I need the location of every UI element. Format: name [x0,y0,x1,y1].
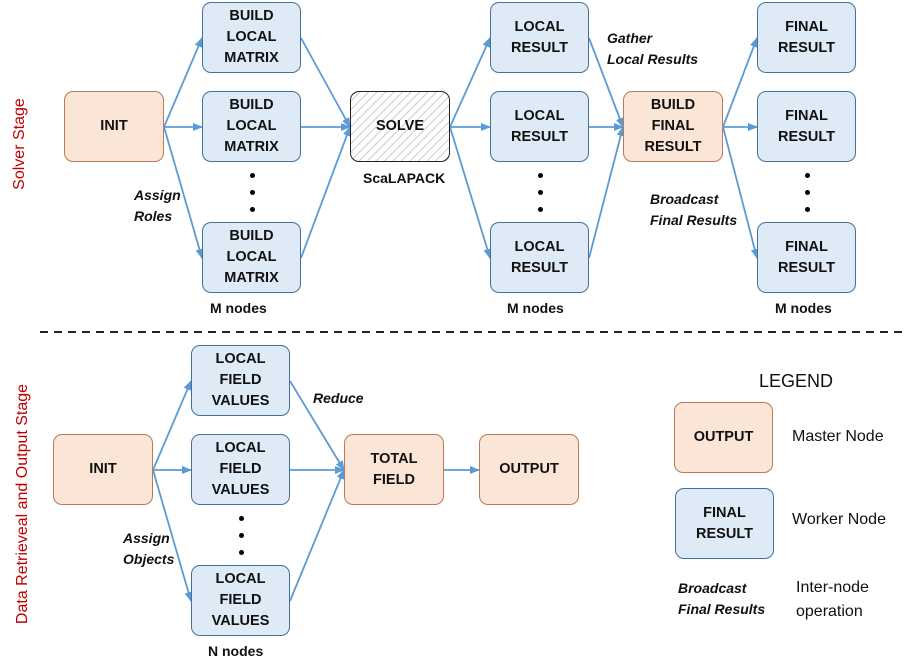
legend-master-box: OUTPUT [674,402,773,473]
node-label-line: FINAL [785,107,828,124]
legend-worker-desc: Worker Node [792,511,886,528]
node-label-line: LOCAL [514,238,565,255]
node-label-line: FINAL [785,238,828,255]
node-label: SOLVE [375,118,425,134]
node-label-line: RESULT [644,139,702,155]
connector-arrow [722,126,759,259]
solve-node: SOLVE [350,91,450,162]
solver-nodes-label-2: M nodes [507,300,564,316]
local-field-values-node-n: LOCAL FIELD VALUES [191,565,290,636]
node-label-line: LOCAL [215,440,266,456]
solver-nodes-label-3: M nodes [775,300,832,316]
solve-caption: ScaLAPACK [363,170,446,186]
connector-arrow [588,126,625,259]
connector-arrow [289,380,345,471]
local-result-node-1: LOCAL RESULT [490,2,589,73]
final-result-node-1: FINAL RESULT [757,2,856,73]
legend-op-desc: Inter-node operation [796,579,869,620]
op-broadcast-final-results: Broadcast Final Results [650,191,738,228]
node-label-line: RESULT [511,259,568,276]
build-local-matrix-node-1: BUILD LOCAL MATRIX [202,2,301,73]
stage-label-retrieval: Data Retrieveal and Output Stage [14,383,31,625]
node-label-line: RESULT [511,39,568,56]
node-label-line: FIELD [219,592,262,608]
op-assign-roles: Assign Roles [134,187,181,224]
node-label-line: LOCAL [514,18,565,35]
node-label-line: BUILD [229,97,274,113]
connector-arrow [722,37,758,128]
node-label-line: MATRIX [224,270,279,286]
node-label-line: RESULT [511,128,568,145]
solver-nodes-label-1: M nodes [210,300,267,316]
legend-master-desc: Master Node [792,428,884,445]
ellipsis-dots [236,510,246,561]
node-label: INIT [100,118,128,134]
local-field-values-node-2: LOCAL FIELD VALUES [191,434,290,505]
connector-arrows [152,37,759,602]
node-label-line: LOCAL [215,571,266,587]
op-gather-local-results: Gather Local Results [607,30,699,67]
total-field-node: TOTAL FIELD [344,434,444,505]
local-result-node-m: LOCAL RESULT [490,222,589,293]
node-label-line: LOCAL [226,118,277,134]
final-result-node-m: FINAL RESULT [757,222,856,293]
node-label-line: FIELD [219,372,262,388]
connector-arrow [300,126,351,259]
node-label-line: VALUES [211,393,270,409]
node-label-line: LOCAL [215,351,266,367]
node-label-line: FIELD [219,461,262,477]
node-label-line: LOCAL [514,107,565,124]
local-field-values-node-1: LOCAL FIELD VALUES [191,345,290,416]
node-label-line: BUILD [229,228,274,244]
node-label-line: FIELD [373,471,415,488]
build-local-matrix-node-m: BUILD LOCAL MATRIX [202,222,301,293]
node-label-line: RESULT [778,128,835,145]
op-assign-objects: Assign Objects [123,530,175,567]
retrieval-init-node: INIT [53,434,153,505]
node-label: INIT [89,461,117,477]
node-label-line: FINAL [703,504,746,521]
connector-arrow [152,380,192,471]
node-label-line: RESULT [696,525,753,542]
connector-arrow [163,37,203,128]
solver-init-node: INIT [64,91,164,162]
connector-arrow [588,37,624,128]
node-label-line: LOCAL [226,249,277,265]
legend-title: LEGEND [759,371,834,391]
connector-arrow [152,469,193,602]
node-label-line: VALUES [211,613,270,629]
ellipsis-dots [247,167,257,218]
build-final-result-node: BUILD FINAL RESULT [623,91,723,162]
op-reduce: Reduce [313,390,364,406]
node-label-line: FINAL [785,18,828,35]
node-label-line: RESULT [778,39,835,56]
node-label-line: BUILD [650,97,696,113]
node-label-line: BUILD [229,8,274,24]
ellipsis-dots [802,167,812,218]
build-local-matrix-node-2: BUILD LOCAL MATRIX [202,91,301,162]
legend-worker-box: FINAL RESULT [675,488,774,559]
connector-arrow [289,469,345,602]
legend-op-sample: Broadcast Final Results [678,580,766,617]
ellipsis-dots [535,167,545,218]
node-label-line: MATRIX [224,50,279,66]
node-label-line: RESULT [778,259,835,276]
node-label: OUTPUT [693,429,754,445]
node-label: OUTPUT [499,461,559,477]
connector-arrow [449,126,492,259]
final-result-node-2: FINAL RESULT [757,91,856,162]
node-label-line: FINAL [651,118,695,134]
retrieval-nodes-label: N nodes [208,643,264,659]
connector-arrow [163,126,204,259]
node-label-line: TOTAL [370,450,418,467]
connector-arrow [300,37,351,128]
node-label-line: LOCAL [226,29,277,45]
output-node: OUTPUT [479,434,579,505]
node-label-line: MATRIX [224,139,279,155]
connector-arrow [449,37,491,128]
stage-label-solver: Solver Stage [11,98,28,190]
local-result-node-2: LOCAL RESULT [490,91,589,162]
node-label-line: VALUES [211,482,270,498]
